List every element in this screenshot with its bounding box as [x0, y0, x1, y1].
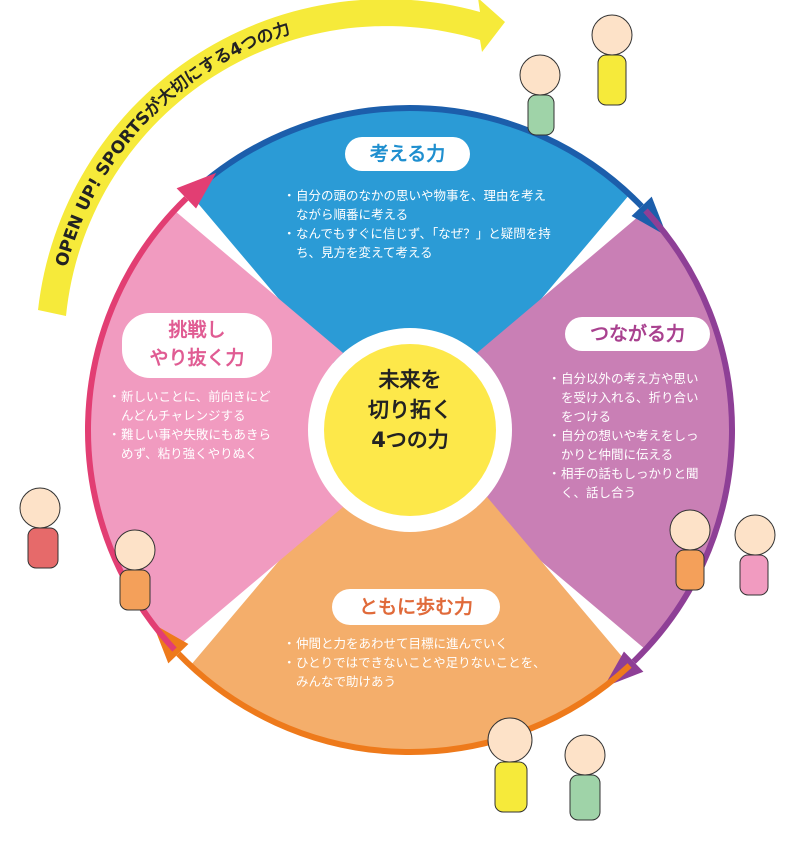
- together-title: ともに歩む力: [332, 589, 500, 625]
- child-figure: [591, 14, 633, 106]
- think-list: 自分の頭のなかの思いや物事を、理由を考えながら順番に考える なんでもすぐに信じず…: [283, 186, 553, 262]
- challenge-title-line: やり抜く力: [149, 347, 245, 369]
- center-label: 未来を 切り拓く 4つの力: [340, 365, 480, 455]
- child-figure: [669, 509, 711, 591]
- connect-item: 自分以外の考え方や思いを受け入れる、折り合いをつける: [548, 369, 708, 426]
- think-ring-arc: [188, 105, 644, 209]
- center-line: 4つの力: [371, 428, 449, 452]
- together-item: ひとりではできないことや足りないことを、みんなで助けあう: [283, 653, 555, 691]
- think-item: なんでもすぐに信じず、「なぜ？」と疑問を持ち、見方を変えて考える: [283, 224, 553, 262]
- child-figure: [734, 514, 776, 596]
- challenge-list: 新しいことに、前向きにどんどんチャレンジする 難しい事や失敗にもあきらめず、粘り…: [108, 387, 278, 463]
- challenge-title-line: 挑戦し: [168, 319, 226, 341]
- connect-title: つながる力: [565, 317, 710, 351]
- think-title: 考える力: [345, 137, 470, 171]
- together-list: 仲間と力をあわせて目標に進んでいく ひとりではできないことや足りないことを、みん…: [283, 634, 555, 691]
- child-figure: [114, 529, 156, 611]
- child-figure: [519, 54, 561, 136]
- child-figure: [564, 734, 606, 821]
- connect-ring-arc: [631, 208, 735, 664]
- challenge-title: 挑戦し やり抜く力: [122, 313, 272, 378]
- center-line: 切り拓く: [368, 398, 452, 422]
- think-item: 自分の頭のなかの思いや物事を、理由を考えながら順番に考える: [283, 186, 553, 224]
- child-figure: [19, 487, 61, 569]
- child-figure: [487, 717, 533, 813]
- challenge-item: 難しい事や失敗にもあきらめず、粘り強くやりぬく: [108, 425, 278, 463]
- connect-item: 自分の想いや考えをしっかりと仲間に伝える: [548, 426, 708, 464]
- children-illustrations: [19, 14, 776, 821]
- connect-list: 自分以外の考え方や思いを受け入れる、折り合いをつける 自分の想いや考えをしっかり…: [548, 369, 708, 502]
- together-item: 仲間と力をあわせて目標に進んでいく: [283, 634, 555, 653]
- together-ring-arc: [176, 651, 632, 755]
- connect-item: 相手の話もしっかりと聞く、話し合う: [548, 464, 708, 502]
- center-line: 未来を: [378, 368, 442, 392]
- challenge-arrowhead-icon: [176, 172, 217, 209]
- center-circle: [324, 344, 496, 516]
- challenge-item: 新しいことに、前向きにどんどんチャレンジする: [108, 387, 278, 425]
